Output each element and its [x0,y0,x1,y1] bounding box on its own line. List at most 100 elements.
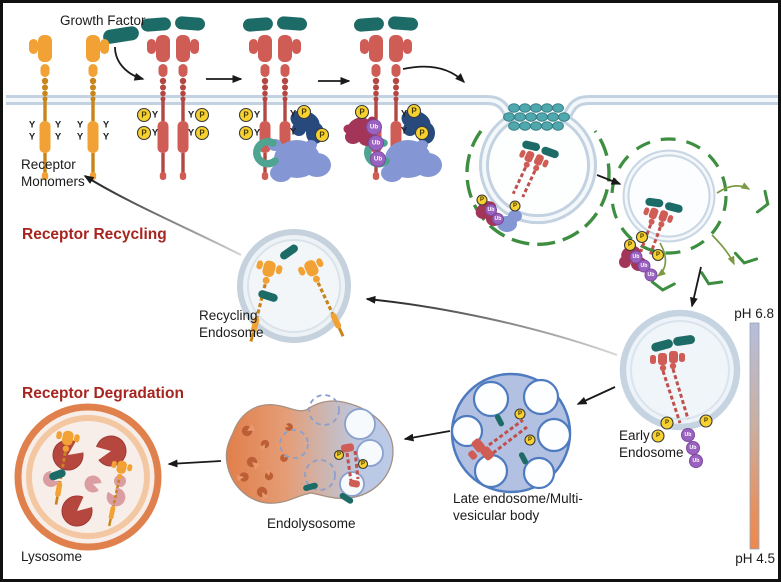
tyrosine-label: Y [77,132,84,143]
clathrin-fragment [650,280,676,293]
tyrosine-label: Y [290,109,297,120]
ph-bottom-label: pH 4.5 [735,551,775,566]
tyrosine-label: Y [103,132,110,143]
recycling-endosome-label-line2: Endosome [199,325,264,340]
ubiquitin-label: Ub [372,140,380,147]
receptor-dimer-phosphorylated [140,16,206,180]
lysosome [14,403,162,551]
endolysosome: P P [225,394,394,504]
phospho-label: P [665,420,669,426]
sorted-receptor: P P [468,408,536,461]
arrow-to-recycling-endosome [365,295,618,356]
phospho-label: P [359,108,365,117]
phospho-label: P [480,197,484,203]
phospho-label: P [656,433,660,439]
endolysosome-label: Endolysosome [267,516,356,531]
phospho-label: P [518,411,522,417]
arrow-to-mvb [576,386,616,405]
arrow-clathrin-release-2 [711,234,735,266]
tyrosine-label: Y [188,128,195,139]
arrow-to-early-endosome [690,266,702,308]
receptor-monomer-right [86,35,109,180]
arrow-to-lysosome [167,459,222,468]
ubiquitin-label: Ub [685,432,692,438]
early-endosome-label-line2: Endosome [619,445,684,460]
tyrosine-label: Y [103,120,110,131]
phospho-label: P [337,452,341,458]
ubiquitin-label: Ub [641,263,648,269]
signaling-adaptor-blobs [253,110,331,182]
phospho-label: P [419,129,425,138]
ubiquitin-label: Ub [690,445,697,451]
tyrosine-label: Y [77,120,84,131]
tyrosine-label: Y [401,126,408,137]
arrow-to-endolysosome [403,430,451,442]
tyrosine-label: Y [55,120,62,131]
cbl-crescent [253,137,279,168]
degrading-vesicle [279,429,309,459]
phospho-label: P [411,107,417,116]
ubiquitin-label: Ub [370,124,378,131]
tyrosine-label: Y [188,110,195,121]
clathrin-coat [465,129,611,246]
clathrin-fragment [697,271,724,290]
phospho-label: P [640,234,644,240]
arrow-clathrin-release-3 [656,242,667,277]
arrow-vesicle-scission [596,174,622,185]
phospho-label: P [319,131,325,140]
arrow-clathrin-release-1 [716,182,751,194]
phospho-label: P [199,129,205,138]
multivesicular-body: P P [450,372,572,494]
ubiquitin-chain: Ub Ub Ub [366,119,386,167]
degrading-vesicle [304,459,336,491]
tyrosine-label: Y [254,128,261,139]
tyrosine-label: Y [152,110,159,121]
early-endosome: P P P Ub Ub Ub [619,309,741,468]
recycling-endosome [236,229,357,347]
phospho-label: P [141,111,147,120]
phospho-label: P [361,461,365,467]
uncoating-vesicle: P P P Ub Ub Ub [610,137,728,282]
arrow-growth-factor-binding [114,46,145,81]
phospho-label: P [199,111,205,120]
late-endosome-label-line1: Late endosome/Multi- [453,491,583,506]
pathway-diagram: Y Y Y Y Y Y Y Y P P P P Y Y Y Y P P P P … [6,13,778,566]
ph-gradient-bar [749,322,760,550]
recycling-endosome-label-line1: Recycling [199,308,258,323]
ph-top-label: pH 6.8 [734,306,774,321]
clathrin-fragment [755,189,774,216]
lysosome-label: Lysosome [21,549,82,564]
receptor-dimer-adaptor-complex [242,16,331,182]
phospho-label: P [141,129,147,138]
ubiquitin-label: Ub [488,207,495,213]
arrow-to-pit [402,65,466,84]
clathrin-fragment [732,251,759,268]
ubiquitin-label: Ub [633,254,640,260]
early-endosome-label-line1: Early [619,428,650,443]
tyrosine-label: Y [254,110,261,121]
tyrosine-label: Y [401,109,408,120]
tyrosine-label: Y [290,127,297,138]
tyrosine-label: Y [29,132,36,143]
degrading-receptor: P P [333,443,369,488]
phospho-label: P [243,111,249,120]
growth-factor-pill [103,26,139,44]
phospho-label: P [656,252,660,258]
phospho-label: P [628,242,632,248]
receptor-monomers-label-line1: Receptor [21,157,76,172]
clathrin-fragments-ring [610,137,728,255]
ubiquitin-label: Ub [374,156,382,163]
receptor-degradation-heading: Receptor Degradation [22,385,184,402]
receptor-recycling-heading: Receptor Recycling [22,226,167,243]
phospho-label: P [704,418,708,424]
arrow-recycling-to-membrane [83,175,242,256]
phospho-label: P [301,108,307,117]
phospho-label: P [513,203,517,209]
late-endosome-label-line2: vesicular body [453,508,540,523]
internalized-receptor-pit: P P Ub Ub [475,134,563,232]
ubiquitin-label: Ub [693,458,700,464]
ubiquitin-label: Ub [648,272,655,278]
ubiquitin-label: Ub [495,216,502,222]
phospho-label: P [528,437,532,443]
tyrosine-label: Y [55,132,62,143]
